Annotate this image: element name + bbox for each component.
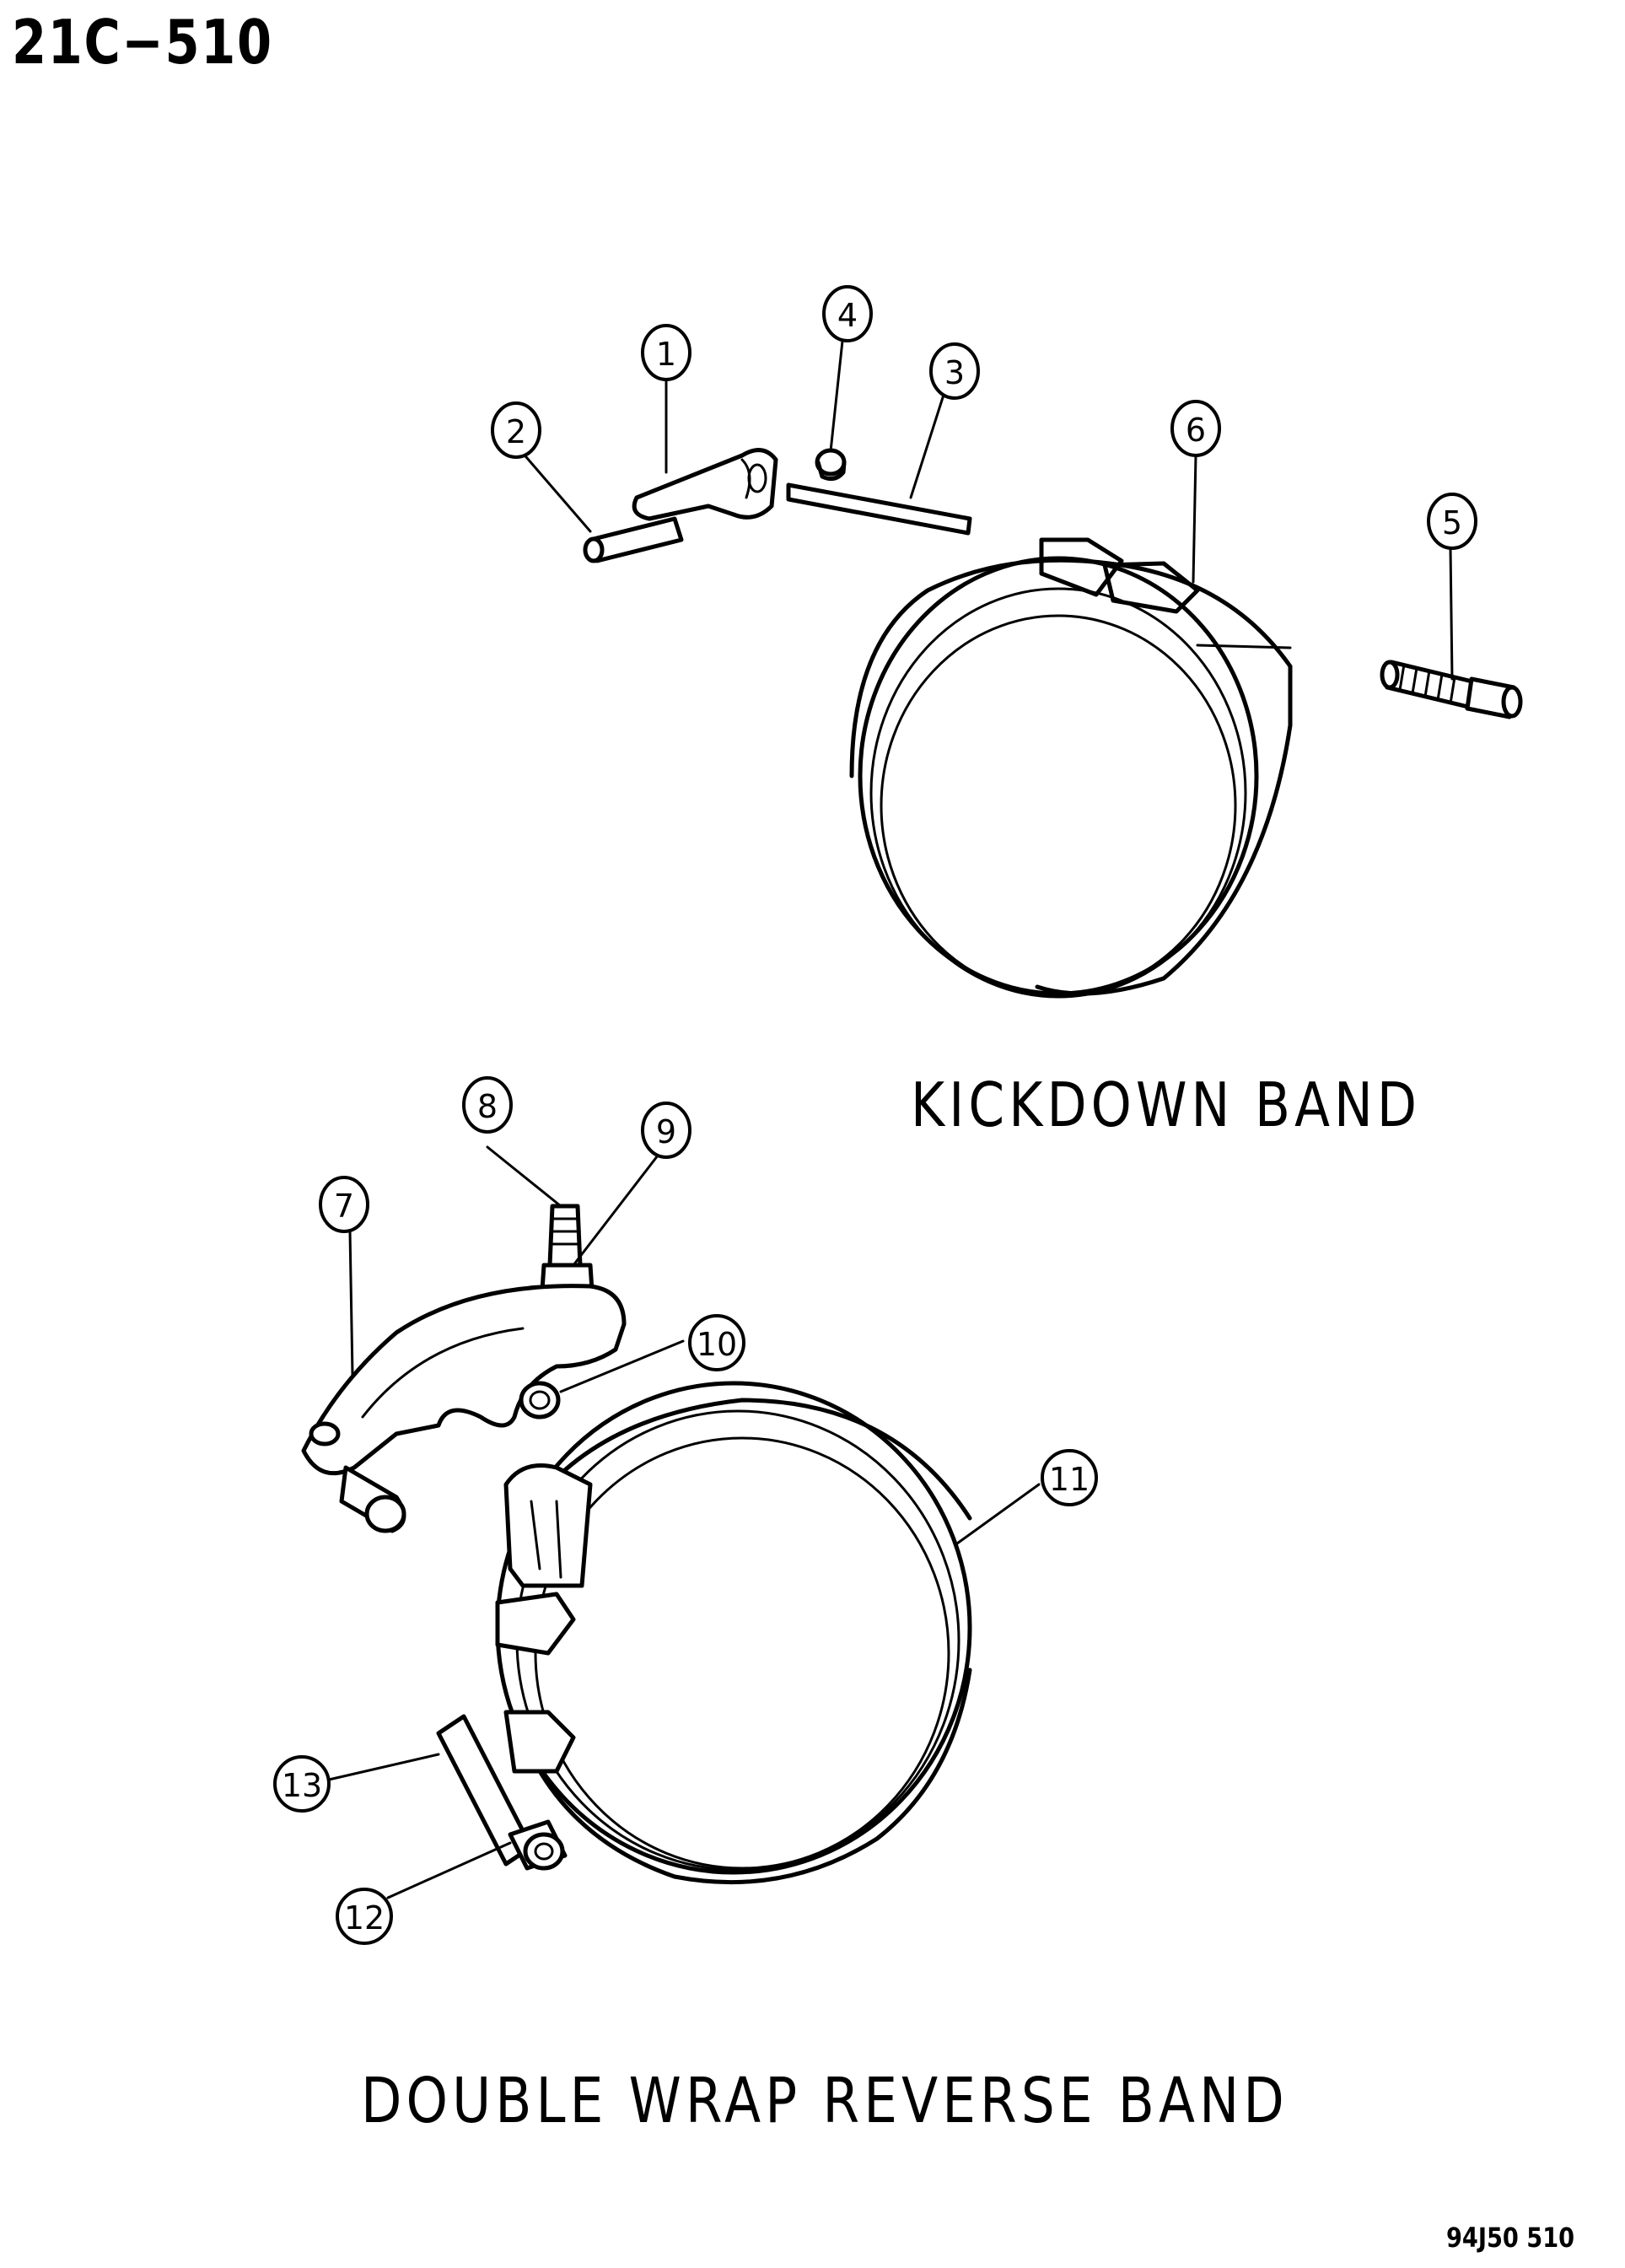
svg-text:7: 7 [334, 1188, 354, 1225]
pin-part-2 [583, 516, 684, 563]
lever-part-1 [632, 448, 778, 521]
reverse-band-caption: DOUBLE WRAP REVERSE BAND [361, 2065, 1289, 2137]
svg-text:4: 4 [837, 297, 858, 334]
callout-1: 1 [641, 324, 691, 381]
kickdown-band-caption: KICKDOWN BAND [911, 1069, 1422, 1140]
figure-id: 94J50 510 [1446, 2222, 1575, 2254]
callout-12: 12 [336, 1888, 393, 1945]
svg-text:12: 12 [344, 1899, 385, 1937]
callout-3: 3 [929, 342, 980, 400]
callout-4: 4 [822, 285, 873, 342]
callout-13: 13 [273, 1755, 331, 1813]
callout-6: 6 [1170, 400, 1221, 457]
callout-9: 9 [641, 1102, 691, 1159]
bushing-part-10 [519, 1381, 561, 1420]
callout-2: 2 [491, 401, 541, 459]
svg-text:5: 5 [1442, 504, 1462, 541]
bushing-part-12 [508, 1819, 568, 1871]
callout-10: 10 [688, 1314, 745, 1371]
svg-text:1: 1 [656, 336, 676, 373]
svg-text:11: 11 [1049, 1461, 1090, 1498]
lever-part-7 [301, 1284, 627, 1533]
leader-lines [327, 331, 1454, 1899]
page-code: 21C−510 [12, 7, 273, 78]
kickdown-band-part-6 [849, 537, 1293, 999]
bolt-part-5 [1380, 660, 1523, 719]
cylinder-part-4 [815, 448, 847, 482]
svg-text:13: 13 [282, 1767, 322, 1804]
reverse-band-part-11 [495, 1381, 972, 1885]
strut-part-3 [786, 482, 972, 536]
callout-11: 11 [1041, 1449, 1098, 1506]
svg-text:8: 8 [477, 1088, 498, 1125]
callout-5: 5 [1427, 493, 1477, 550]
svg-text:2: 2 [506, 413, 526, 450]
callout-7: 7 [319, 1176, 369, 1233]
stud-part-8 [547, 1204, 583, 1268]
svg-text:3: 3 [944, 354, 965, 391]
svg-text:9: 9 [656, 1113, 676, 1150]
callout-8: 8 [462, 1076, 513, 1134]
svg-text:10: 10 [697, 1326, 737, 1363]
svg-text:6: 6 [1186, 412, 1206, 449]
